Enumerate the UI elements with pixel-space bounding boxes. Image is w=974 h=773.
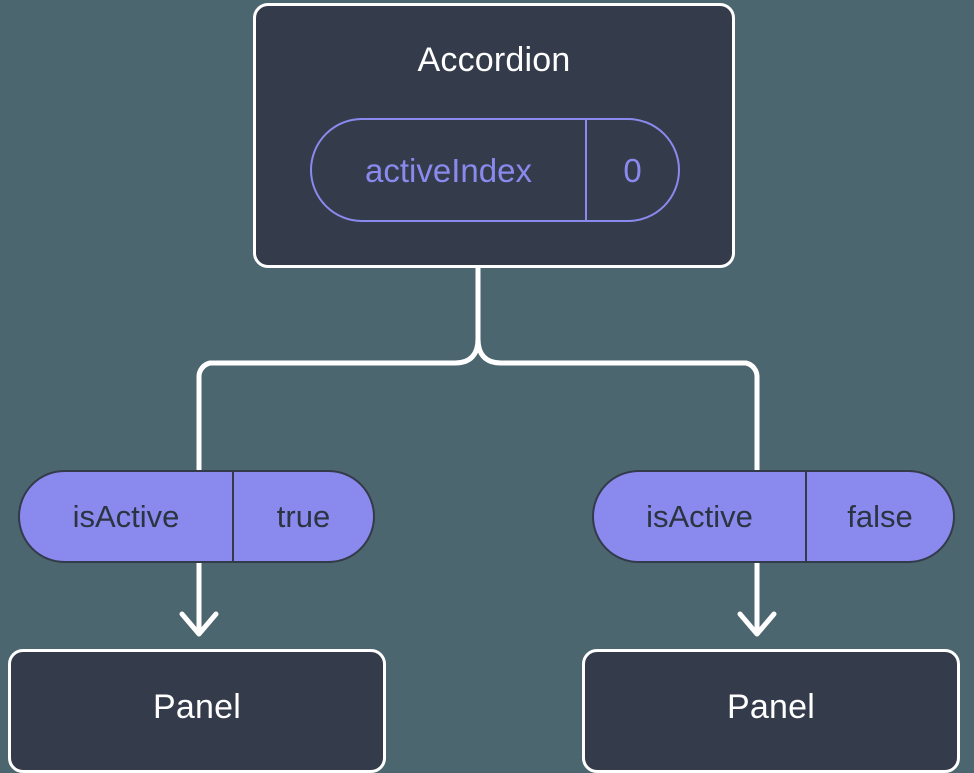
panel-title-left: Panel — [153, 688, 241, 726]
is-active-value-right: false — [847, 499, 913, 534]
is-active-key-left: isActive — [20, 472, 234, 561]
accordion-title: Accordion — [417, 41, 571, 79]
is-active-prop-pill-left[interactable]: isActive true — [18, 470, 375, 563]
arrow-head-right-icon — [737, 611, 777, 637]
connector-junction-left — [196, 338, 481, 378]
arrow-head-left-icon — [179, 611, 219, 637]
active-index-state-pill[interactable]: activeIndex 0 — [310, 118, 680, 222]
active-index-key: activeIndex — [312, 120, 587, 220]
active-index-value: 0 — [623, 151, 642, 189]
panel-component-node-left[interactable]: Panel — [8, 649, 386, 773]
is-active-value-left: true — [276, 499, 331, 534]
panel-title-right: Panel — [727, 688, 815, 726]
panel-component-node-right[interactable]: Panel — [582, 649, 960, 773]
is-active-prop-pill-right[interactable]: isActive false — [592, 470, 955, 563]
connector-junction-right — [475, 338, 760, 378]
is-active-key-right: isActive — [594, 472, 807, 561]
